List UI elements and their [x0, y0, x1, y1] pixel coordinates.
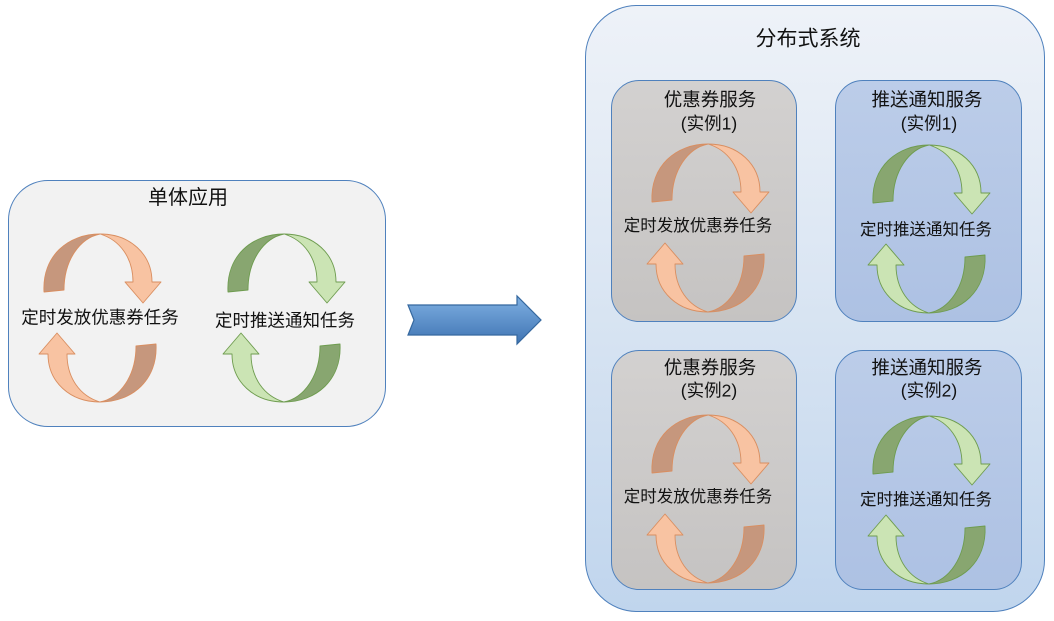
- coupon-service-1-instance: (实例1): [680, 113, 738, 134]
- push-service-2-instance: (实例2): [900, 380, 958, 401]
- coupon-service-2-name: 优惠券服务: [663, 356, 757, 378]
- push-service-2-name: 推送通知服务: [871, 356, 983, 378]
- monolith-coupon-task-label: 定时发放优惠券任务: [21, 307, 179, 328]
- coupon-service-1-task-label: 定时发放优惠券任务: [623, 216, 773, 235]
- push-service-2-task-label: 定时推送通知任务: [860, 490, 992, 509]
- monolith-title: 单体应用: [148, 187, 228, 209]
- coupon-service-2-instance: (实例2): [680, 380, 738, 401]
- push-service-1-name: 推送通知服务: [871, 88, 983, 110]
- push-service-1-instance: (实例1): [900, 113, 958, 134]
- transition-arrow: [407, 294, 542, 346]
- coupon-service-1-name: 优惠券服务: [663, 88, 757, 110]
- distributed-title: 分布式系统: [755, 27, 861, 51]
- monolith-app-box: [8, 180, 386, 427]
- coupon-service-2-task-label: 定时发放优惠券任务: [623, 487, 773, 506]
- monolith-push-task-label: 定时推送通知任务: [215, 310, 355, 331]
- push-service-1-task-label: 定时推送通知任务: [860, 220, 992, 239]
